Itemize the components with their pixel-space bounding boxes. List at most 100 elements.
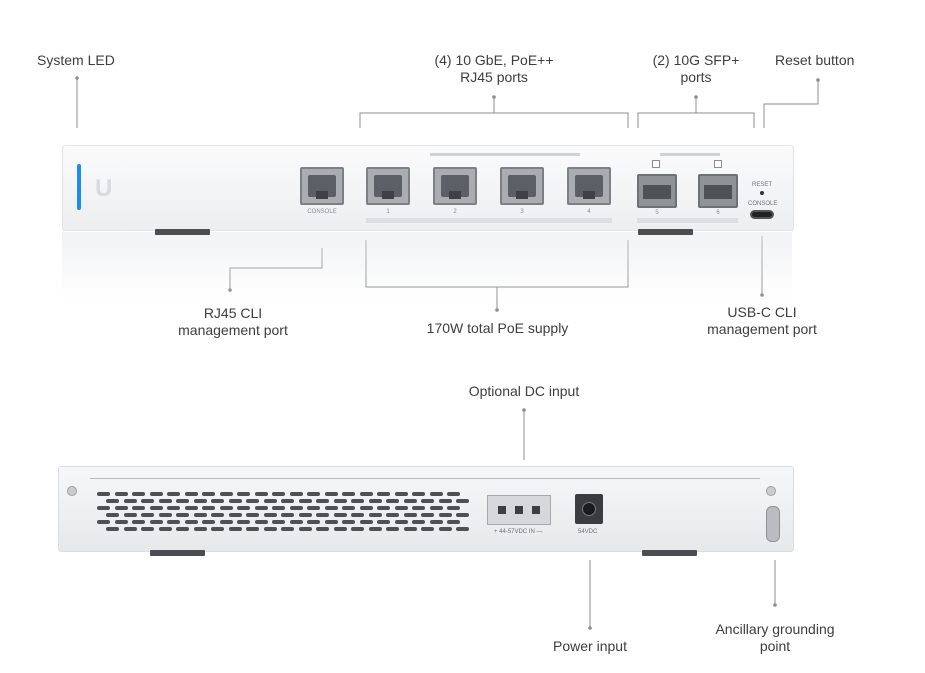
vent-slot [377,506,390,510]
vent-slot [246,527,259,531]
vent-slot [386,527,399,531]
vent-slot [176,513,189,517]
vent-slot [114,520,128,524]
sfp-port-5 [637,174,677,208]
ventilation-grille [97,492,473,534]
vent-slot [228,499,242,503]
vent-slot [456,527,469,531]
vent-slot [447,506,460,510]
vent-slot [438,499,452,503]
grounding-screw-icon [766,506,780,542]
rj45-port-4 [567,167,611,205]
vent-slot [421,499,434,503]
vent-slot [351,527,364,531]
dc-terminal-pin [532,506,540,514]
vent-slot [219,506,233,510]
port-tab [449,191,461,199]
front-foot-left [155,229,210,235]
vent-slot [281,527,294,531]
vent-slot [377,492,390,496]
vent-slot [333,527,347,531]
label-rj45-cli-line1: RJ45 CLI [203,305,263,321]
console-port-label: CONSOLE [307,209,337,215]
port-1-label: 1 [386,209,390,215]
sfp-6-indicator [714,160,722,168]
vent-slot [211,499,224,503]
back-top-seam [90,478,760,479]
vent-slot [342,520,355,524]
vent-slot [141,499,154,503]
vent-slot [386,499,399,503]
vent-slot [123,527,137,531]
port-hole [374,175,402,197]
vent-slot [351,513,364,517]
label-usbc-cli-line2: management port [707,321,817,337]
vent-slot [167,520,180,524]
console-rj45-port [300,167,344,205]
label-grounding-line1: Ancillary grounding [715,621,835,637]
label-sfp-ports: (2) 10G SFP+ ports [636,52,756,86]
vent-slot [333,513,347,517]
vent-slot [438,527,452,531]
vent-slot [193,513,207,517]
vent-slot [342,506,355,510]
dc-input-label: + 44-57VDC IN — [494,529,543,535]
vent-slot [316,513,329,517]
label-grounding-line2: point [759,638,791,654]
sfp-5-indicator [652,160,660,168]
sfp-5-label: 5 [655,210,659,216]
back-foot-left [150,550,205,556]
vent-slot [368,499,382,503]
vent-slot [368,513,382,517]
label-rj45-cli-line2: management port [178,322,288,338]
vent-slot [333,499,347,503]
vent-slot [359,492,373,496]
vent-slot [114,506,128,510]
port-3-label: 3 [520,209,524,215]
label-rj45-ports-line1: (4) 10 GbE, PoE++ [434,52,554,68]
vent-slot [123,499,137,503]
vent-slot [237,492,250,496]
vent-slot [272,492,285,496]
sfp-6-label: 6 [716,210,720,216]
vent-slot [272,520,285,524]
rj45-port-1 [366,167,410,205]
label-poe-supply: 170W total PoE supply [426,320,569,336]
vent-slot [289,506,303,510]
vent-slot [254,520,268,524]
screw-icon [766,486,776,496]
port-tab [583,191,595,199]
vent-slot [184,506,198,510]
vent-slot [149,492,163,496]
vdc-label: 54VDC [578,529,598,535]
label-usbc-cli: USB-C CLI management port [692,304,832,338]
vent-slot [211,513,224,517]
vent-slot [158,527,172,531]
vent-slot [132,520,145,524]
reset-label: RESET [752,182,773,188]
label-sfp-ports-line1: (2) 10G SFP+ [652,52,740,68]
vent-slot [176,527,189,531]
rj45-indicator-strip [430,153,580,156]
vent-slot [403,513,417,517]
vent-slot [386,513,399,517]
vent-slot [272,506,285,510]
vent-slot [193,527,207,531]
vent-slot [316,499,329,503]
port-hole [441,175,469,197]
reset-button-hole[interactable] [760,191,764,195]
vent-slot [97,492,110,496]
vent-slot [219,520,233,524]
vent-slot [429,506,443,510]
vent-slot [193,499,207,503]
vent-slot [351,499,364,503]
vent-slot [123,513,137,517]
vent-slot [263,513,277,517]
vent-slot [307,492,320,496]
vent-slot [289,520,303,524]
back-foot-right [642,550,697,556]
vent-slot [394,492,408,496]
label-rj45-cli: RJ45 CLI management port [163,305,303,339]
vent-slot [447,520,460,524]
vent-slot [324,492,338,496]
